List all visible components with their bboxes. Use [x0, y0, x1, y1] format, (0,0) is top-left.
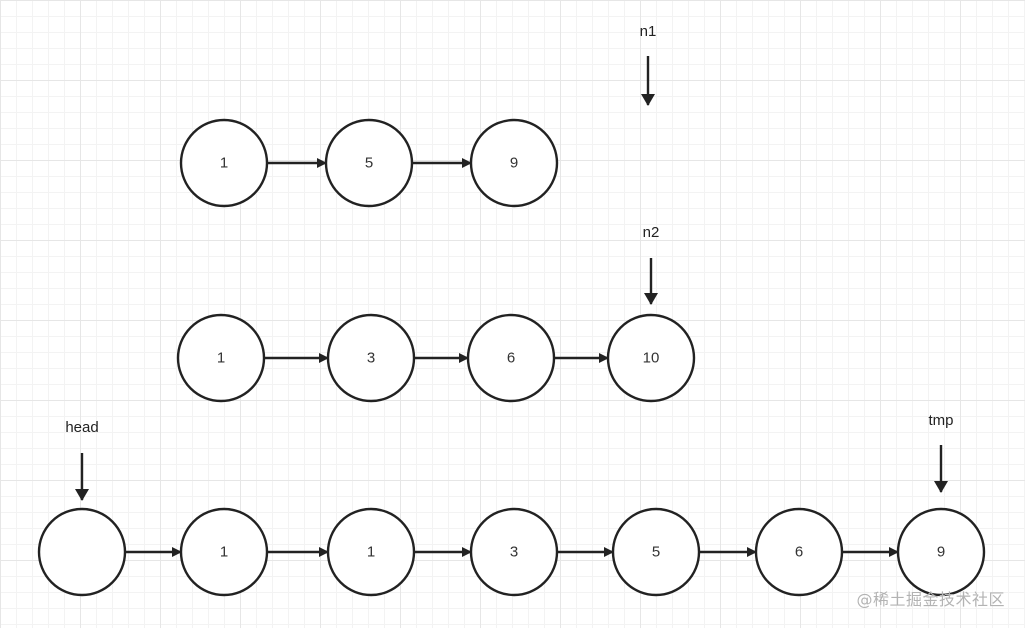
pointer-label: head — [65, 419, 98, 436]
pointer-label: n1 — [640, 23, 657, 40]
list-node: 1 — [179, 507, 269, 597]
node-circle — [176, 313, 266, 403]
node-value: 9 — [510, 155, 518, 172]
list1-row: 1 5 9 — [179, 118, 559, 208]
node-value: 1 — [217, 350, 225, 367]
node-circle — [469, 118, 559, 208]
list-node: 5 — [324, 118, 414, 208]
pointer-label: tmp — [928, 412, 953, 429]
node-circle — [326, 313, 416, 403]
list-node: 9 — [469, 118, 559, 208]
node-value: 1 — [220, 155, 228, 172]
node-value: 3 — [367, 350, 375, 367]
node-value: 10 — [643, 350, 660, 367]
pointer-head: head — [65, 419, 99, 501]
list-node: 1 — [179, 118, 269, 208]
list-node: 1 — [176, 313, 266, 403]
node-circle — [896, 507, 986, 597]
list-node: 10 — [606, 313, 696, 403]
node-circle — [179, 507, 269, 597]
pointer-tmp: tmp — [928, 412, 954, 493]
list-node: 3 — [469, 507, 559, 597]
merged-row: 1 1 3 5 6 9 — [37, 507, 986, 597]
node-value: 6 — [795, 544, 803, 561]
list-node: 6 — [466, 313, 556, 403]
list-node: 5 — [611, 507, 701, 597]
node-value: 5 — [652, 544, 660, 561]
node-circle — [326, 507, 416, 597]
watermark: @稀土掘金技术社区 — [856, 590, 1005, 609]
node-circle — [754, 507, 844, 597]
node-value: 1 — [220, 544, 228, 561]
node-circle — [611, 507, 701, 597]
list-node: 9 — [896, 507, 986, 597]
pointer-label: n2 — [643, 224, 660, 241]
node-value: 1 — [367, 544, 375, 561]
node-value: 5 — [365, 155, 373, 172]
pointer-n2: n2 — [643, 224, 660, 305]
node-circle — [37, 507, 127, 597]
list-node: 3 — [326, 313, 416, 403]
node-value: 3 — [510, 544, 518, 561]
list2-row: 1 3 6 10 — [176, 313, 696, 403]
pointer-n1: n1 — [640, 23, 657, 106]
list-node: 6 — [754, 507, 844, 597]
node-value: 9 — [937, 544, 945, 561]
list-node — [37, 507, 127, 597]
node-circle — [466, 313, 556, 403]
list-node: 1 — [326, 507, 416, 597]
pointers-layer: n1 n2 head tmp — [65, 23, 954, 501]
node-circle — [324, 118, 414, 208]
node-value: 6 — [507, 350, 515, 367]
node-circle — [179, 118, 269, 208]
node-circle — [606, 313, 696, 403]
node-circle — [469, 507, 559, 597]
